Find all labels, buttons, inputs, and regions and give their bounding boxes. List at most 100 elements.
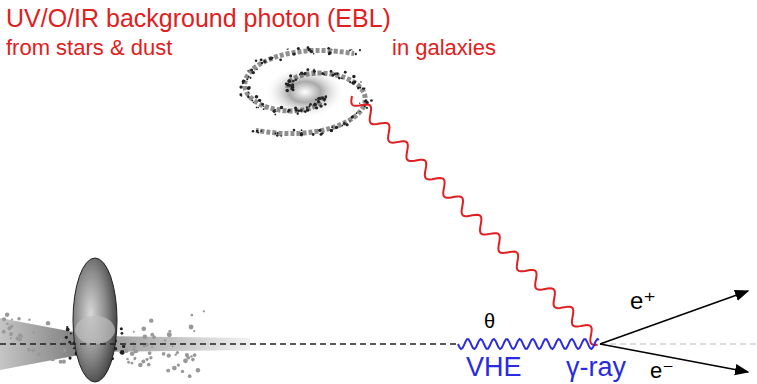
gas-dot — [2, 330, 6, 334]
gas-dot — [177, 363, 180, 366]
photon-title: UV/O/IR background photon (EBL) — [6, 5, 391, 33]
galaxy-speck — [248, 86, 250, 88]
dust-torus — [73, 258, 117, 382]
gas-dot — [120, 327, 123, 330]
galaxy-speck — [312, 133, 315, 136]
galaxy-speck — [356, 112, 358, 114]
gas-dot — [130, 351, 135, 356]
galaxy-speck — [293, 129, 296, 132]
galaxy-speck — [306, 68, 309, 71]
gas-dot — [149, 318, 153, 322]
galaxy-speck — [330, 129, 333, 132]
galaxy-speck — [313, 104, 315, 106]
galaxy-speck — [280, 106, 283, 109]
gas-dot — [134, 357, 137, 360]
galaxy-speck — [249, 77, 251, 79]
gas-dot — [68, 341, 71, 344]
gas-dot — [33, 331, 35, 333]
galaxy-speck — [260, 58, 263, 61]
gas-dot — [120, 352, 122, 354]
gas-dot — [196, 368, 200, 372]
gas-dot — [2, 317, 6, 321]
galaxy-speck — [258, 99, 261, 102]
galaxy-speck — [351, 115, 354, 118]
gas-dot — [133, 331, 135, 333]
particle-label: e⁺ — [630, 288, 656, 314]
source-note: in galaxies — [392, 36, 496, 60]
gas-dot — [167, 353, 171, 357]
galaxy-speck — [275, 133, 277, 135]
gas-dot — [17, 317, 20, 320]
galaxy-speck — [276, 134, 278, 136]
gamma-label: γ-ray — [566, 353, 626, 383]
gas-dot — [5, 313, 9, 317]
galaxy-speck — [292, 52, 295, 55]
galaxy-speck — [303, 73, 306, 76]
galaxy-speck — [297, 113, 299, 115]
galaxy-speck — [261, 103, 264, 106]
galaxy-speck — [327, 47, 330, 50]
galaxy-speck — [258, 107, 259, 108]
galaxy-speck — [349, 120, 350, 121]
line-of-sight-extension — [600, 343, 757, 344]
galaxy-speck — [318, 129, 321, 132]
galaxy-speck — [318, 97, 321, 100]
galaxy-speck — [328, 53, 330, 55]
galaxy-speck — [359, 49, 361, 51]
galaxy-speck — [256, 130, 259, 133]
gas-dot — [27, 348, 31, 352]
galaxy-speck — [346, 123, 349, 126]
galaxy-speck — [331, 126, 333, 128]
gas-dot — [171, 345, 173, 347]
gas-dot — [162, 352, 166, 356]
galaxy-speck — [248, 92, 249, 93]
galaxy-speck — [336, 72, 339, 75]
galaxy-speck — [366, 107, 368, 109]
gas-dot — [64, 350, 66, 352]
galaxy-speck — [314, 73, 315, 74]
galaxy-speck — [363, 89, 364, 90]
galaxy-speck — [308, 105, 310, 107]
galaxy-speck — [352, 81, 355, 84]
agn-illustration — [0, 258, 250, 382]
gas-dot — [141, 326, 146, 331]
gas-dot — [189, 325, 194, 330]
galaxy-speck — [285, 89, 289, 93]
galaxy-speck — [248, 95, 249, 96]
galaxy-speck — [319, 104, 322, 107]
galaxy-speck — [280, 135, 282, 137]
gas-dot — [120, 350, 125, 355]
source-note: from stars & dust — [6, 36, 172, 60]
galaxy-arm — [256, 73, 365, 134]
gas-dot — [65, 336, 68, 339]
galaxy-speck — [292, 80, 295, 83]
galaxy-speck — [246, 78, 248, 80]
galaxy-speck — [294, 106, 297, 109]
galaxy-speck — [313, 103, 316, 106]
galaxy-speck — [304, 72, 307, 75]
gas-dot — [181, 370, 184, 373]
gas-dot — [127, 361, 130, 364]
gas-dot — [167, 332, 172, 337]
positron-track — [600, 291, 748, 344]
gas-dot — [11, 318, 13, 320]
galaxy-speck — [291, 83, 294, 86]
gas-dot — [121, 332, 124, 335]
gas-dot — [188, 374, 192, 378]
gas-dot — [45, 344, 48, 347]
galaxy-speck — [315, 99, 317, 101]
galaxy-speck — [274, 109, 276, 111]
galaxy-speck — [355, 53, 357, 55]
galaxy-speck — [341, 77, 343, 79]
spiral-galaxy — [239, 46, 372, 136]
galaxy-speck — [252, 100, 254, 102]
galaxy-speck — [250, 69, 253, 72]
particle-label: e⁻ — [650, 359, 674, 383]
galaxy-speck — [287, 48, 288, 49]
galaxy-speck — [349, 81, 351, 83]
gas-dot — [147, 363, 151, 367]
gas-dot — [59, 360, 63, 364]
galaxy-speck — [313, 70, 316, 73]
galaxy-speck — [288, 80, 291, 83]
galaxy-speck — [352, 116, 354, 118]
